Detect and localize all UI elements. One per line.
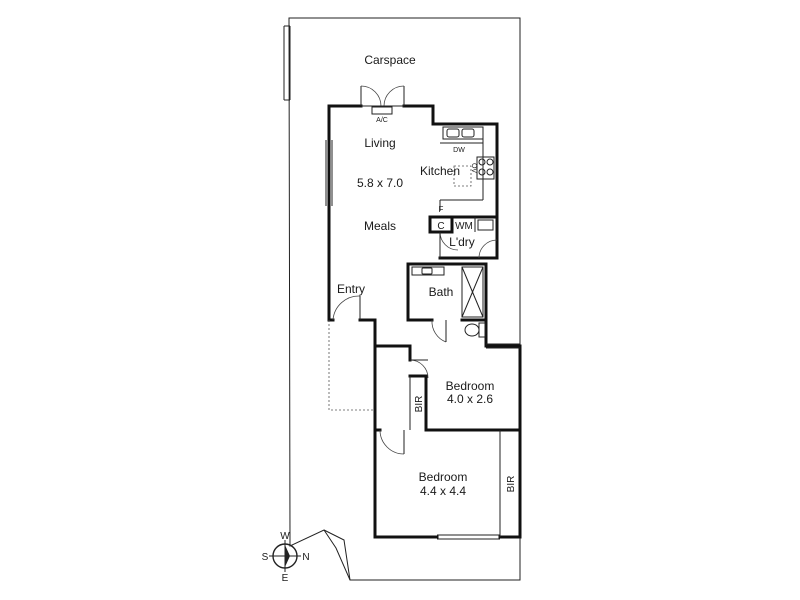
french-doors: [360, 85, 405, 107]
wm-label: WM: [455, 221, 473, 232]
bir2-label: BIR: [506, 476, 517, 493]
living-window: [325, 140, 333, 206]
lot-boundary: [288, 17, 521, 581]
compass-arrow-icon: [285, 545, 290, 567]
entry-door: [332, 295, 361, 321]
living-label: Living: [364, 136, 395, 150]
bir1-label: BIR: [414, 396, 425, 413]
kitchen-label: Kitchen: [420, 164, 460, 178]
laundry-label: L'dry: [449, 235, 475, 249]
boundary-splay: [323, 529, 351, 581]
bedroom2-door: [379, 429, 405, 455]
ac-unit: [371, 106, 393, 115]
cupboard-label: C: [437, 221, 444, 232]
compass-e: E: [282, 573, 289, 584]
living-size: 5.8 x 7.0: [357, 176, 403, 190]
bedroom1-size: 4.0 x 2.6: [447, 392, 493, 406]
bedroom1-window: [486, 343, 520, 349]
meals-label: Meals: [364, 219, 396, 233]
laundry-doors: [439, 231, 498, 259]
boundary-fence: [283, 25, 291, 101]
ov-label: OV: [470, 163, 477, 173]
bedroom1-label: Bedroom: [446, 379, 495, 393]
porch-outline: [328, 320, 375, 411]
bedroom2-size: 4.4 x 4.4: [420, 484, 466, 498]
compass: W E S N: [262, 531, 310, 584]
fridge-label: F: [439, 205, 444, 214]
bedroom1-door: [409, 359, 429, 379]
ac-label: A/C: [376, 117, 388, 124]
kitchen-fixtures: [439, 126, 495, 231]
bath-label: Bath: [429, 285, 454, 299]
dw-label: DW: [453, 147, 465, 154]
entry-label: Entry: [337, 282, 365, 296]
bedroom2-window: [437, 534, 500, 540]
compass-w: W: [280, 531, 290, 542]
bath-fixtures: [411, 266, 486, 343]
compass-n: N: [302, 552, 309, 563]
carspace-label: Carspace: [364, 53, 416, 67]
house-walls: [327, 104, 522, 539]
bedroom2-label: Bedroom: [419, 470, 468, 484]
compass-s: S: [262, 552, 269, 563]
